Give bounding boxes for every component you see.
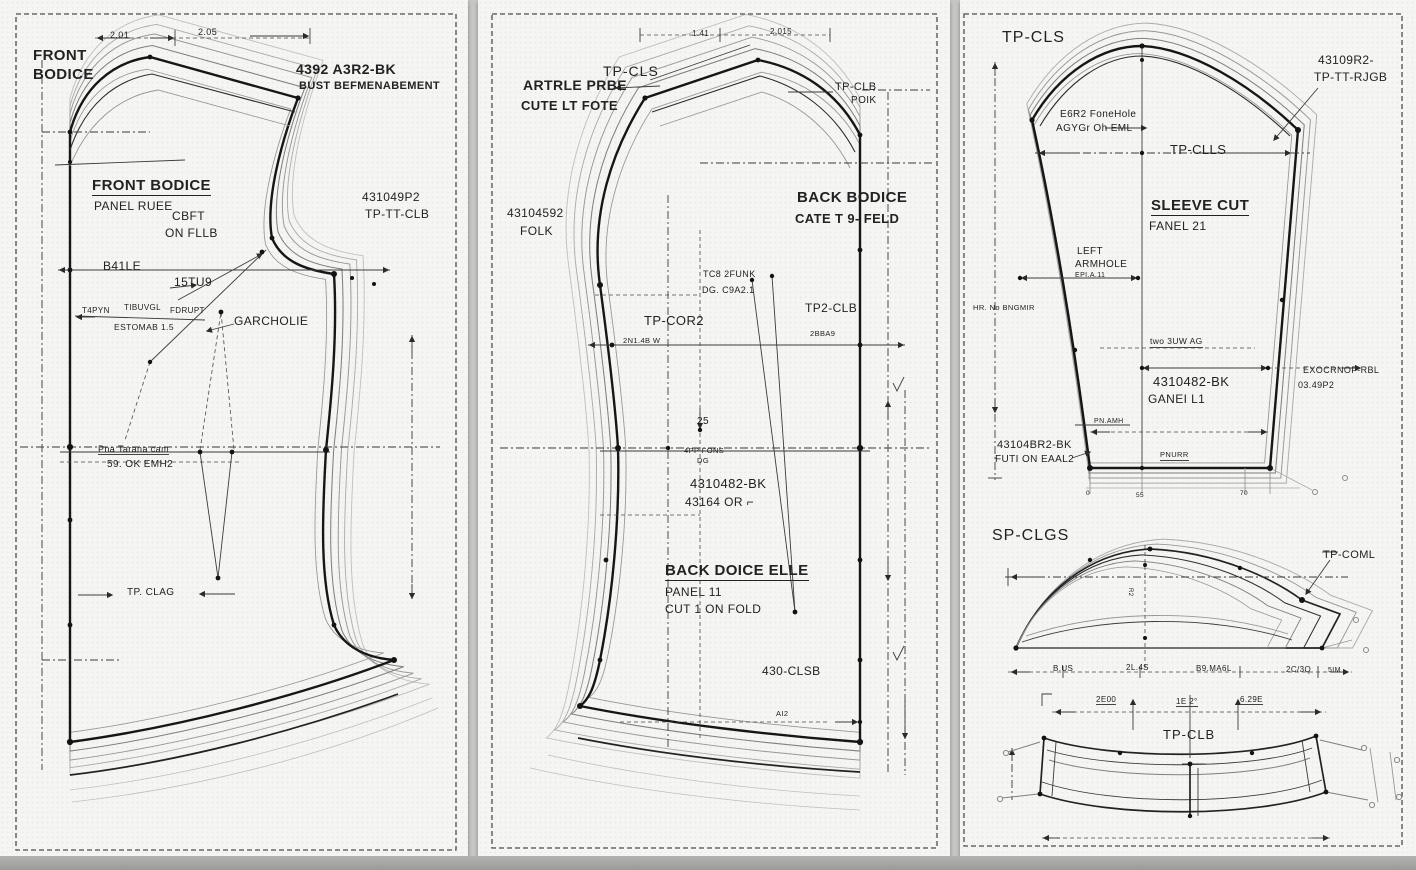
sheet2-tp-clb-line2: POIK: [851, 95, 877, 106]
sheet2-small-1: TC8 2FUNK: [703, 269, 756, 279]
sheet3-tick-1: 55: [1136, 492, 1145, 499]
sheet2-piece-title: BACK BODICE: [797, 189, 908, 206]
sheet3-left-armhole-line1: LEFT: [1077, 246, 1104, 257]
front-bodice-sheet: [0, 0, 468, 858]
sheet2-tp-cls-label: TP-CLS: [603, 63, 659, 79]
sheet2-piece-b-cut: CUT 1 ON FOLD: [665, 602, 762, 616]
sheet1-small-1: T4PYN: [82, 306, 110, 315]
sheet1-code-line1: 4392 A3R2-BK: [296, 61, 396, 77]
sheet3-sp-clgs-title: SP-CLGS: [992, 527, 1070, 544]
sheet3-tick-2: 70: [1240, 490, 1249, 497]
sheet1-corner-title-line1: FRONT: [33, 47, 87, 64]
sheet1-hem-label: TP. CLAG: [127, 587, 175, 598]
sheet2-hem-small: AI2: [776, 709, 789, 718]
sheet2-piece-b-title: BACK DOICE ELLE: [665, 562, 809, 582]
sheet2-piece-b-panel: PANEL 11: [665, 585, 723, 599]
sheet2-tp-clb-line1: TP-CLB: [835, 81, 877, 93]
sheet2-tp2-clb-label: TP2-CLB: [805, 301, 858, 315]
sheet3-right-note-line1: EXOCRNOF-RBL: [1303, 365, 1380, 375]
sheet2-ref-label: 430-CLSB: [762, 664, 821, 678]
sheet1-waist-note-line2: 59. OK EMH2: [107, 459, 174, 470]
sheet3-code-b-line1: 4310482-BK: [1153, 374, 1230, 389]
sheet2-dim-b: 2.015: [770, 27, 793, 36]
sheet3-tp-cls-label: TP-CLS: [1002, 29, 1065, 46]
sheet3-right-note-line2: 03.49P2: [1298, 380, 1335, 390]
sheet3-armhole-note-line2: AGYGr Oh EML: [1056, 123, 1133, 134]
sheet3-small-1: PN.AMH: [1094, 418, 1124, 425]
sheet2-fold-line1: 43104592: [507, 206, 564, 220]
sheet3-spdim-0: B.US: [1053, 664, 1074, 673]
sheet3-tp-coml-label: TP-COML: [1323, 549, 1376, 561]
sheet2-code-line2: 43164 OR ⌐: [685, 495, 755, 509]
sheet2-dart-number: 25: [697, 416, 709, 427]
sheet3-mid-dim-note: two 3UW AG: [1150, 336, 1203, 348]
sheet2-small-4: 2BBA9: [810, 329, 836, 338]
sheet1-note-15: 15TU9: [174, 275, 213, 289]
sheet3-piece-subtitle: FANEL 21: [1149, 219, 1207, 233]
sheet2-small-2: DG. C9A2.1: [702, 285, 755, 295]
sheet3-armhole-note-line1: E6R2 FoneHole: [1060, 109, 1137, 120]
sheet2-note-line1: ARTRLE PRBE: [523, 77, 627, 93]
sheet1-small-4: ESTOMAB 1.5: [114, 322, 174, 332]
sheet2-small-3: 2N1.4B W: [623, 336, 661, 345]
sheet2-piece-subtitle: CATE T 9- FELD: [795, 211, 900, 226]
sheet3-left-armhole-line3: EPI.A.11: [1075, 272, 1106, 279]
sheet3-left-armhole-line2: ARMHOLE: [1075, 259, 1128, 270]
sheet1-fold-note-line2: ON FLLB: [165, 226, 218, 240]
sheet2-dim-a: 1.41: [692, 29, 710, 38]
sheet3-code-c-line2: FUTI ON EAAL2: [995, 454, 1075, 465]
sheet1-note-b41: B41LE: [103, 259, 142, 273]
sheet3-rotated-mark: R2: [1127, 588, 1133, 597]
sheet1-ref-line1: 431049P2: [362, 190, 420, 204]
sheet3-code-line2: TP-TT-RJGB: [1314, 70, 1388, 84]
sheet3-banddim-1: 1E 2°: [1176, 697, 1198, 708]
sheet1-small-2: TIBUVGL: [124, 303, 162, 312]
sheet3-tp-clls-label: TP-CLLS: [1170, 142, 1227, 157]
sheet3-piece-title: SLEEVE CUT: [1151, 197, 1250, 217]
sheet1-fold-note-line1: CBFT: [172, 209, 205, 223]
sheet3-banddim-0: 2E00: [1096, 695, 1117, 706]
sheet1-waist-note-line1: Pna Tarana cam: [98, 444, 169, 456]
sheet1-dim-b: 2.05: [198, 27, 218, 37]
sheet3-spdim-3: 2C/3Q: [1286, 665, 1312, 674]
sheet1-piece-subtitle: PANEL RUEE: [94, 199, 173, 213]
sheet2-fold-line2: FOLK: [520, 224, 553, 238]
sheet1-code-line2: BUST BEFMENABEMENT: [299, 80, 441, 92]
sheet1-small-3: FDRUPT: [170, 306, 205, 315]
sheet3-code-line1: 43109R2-: [1318, 53, 1374, 67]
back-bodice-sheet: [478, 0, 950, 858]
sheet1-dim-a: 2.01: [110, 30, 130, 40]
sheet3-tick-0: 0: [1086, 490, 1091, 497]
sheet1-ref-line2: TP-TT-CLB: [365, 207, 430, 221]
sheet3-code-b-line2: GANEI L1: [1148, 392, 1206, 406]
sheet3-tp-clb-band-label: TP-CLB: [1163, 727, 1216, 742]
sheet3-spdim-4: 5IM: [1328, 667, 1341, 674]
sheet3-small-2: PNURR: [1160, 450, 1189, 461]
sheet2-waist-small-1: 4PP FONS: [684, 446, 725, 455]
sheet3-code-c-line1: 43104BR2-BK: [997, 439, 1072, 451]
sheet1-corner-title-line2: BODICE: [33, 66, 94, 83]
sheet2-tp-cor2-label: TP-COR2: [644, 313, 704, 328]
sheet2-waist-small-2: DG: [697, 456, 710, 465]
sheet1-armhole-label: GARCHOLIE: [234, 314, 309, 328]
sheet3-spdim-1: 2L.4S: [1126, 663, 1149, 672]
sheet2-note-line2: CUTE LT FOTE: [521, 98, 618, 113]
sheet1-piece-title: FRONT BODICE: [92, 177, 211, 197]
sheet2-code-line1: 4310482-BK: [690, 476, 767, 491]
table-surface: [0, 856, 1416, 870]
sheet3-spdim-2: B9.MA6L: [1196, 664, 1232, 673]
sheet3-banddim-2: 6.29E: [1240, 695, 1263, 706]
sheet3-vertical-dim-note: HR. No BNGMIR: [973, 303, 1035, 312]
